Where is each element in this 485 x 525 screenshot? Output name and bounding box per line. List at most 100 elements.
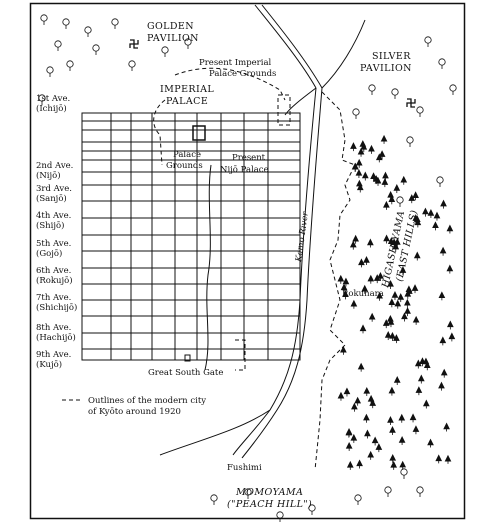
avenue-sub-label: (Sanjō) xyxy=(36,193,67,204)
deciduous-tree xyxy=(438,58,446,66)
legend-line-1: Outlines of the modern city xyxy=(88,396,206,406)
conifer-tree xyxy=(359,324,367,332)
conifer-tree xyxy=(432,221,439,229)
conifer-tree xyxy=(415,386,423,393)
conifer-tree xyxy=(389,453,397,461)
avenue-sub-label: (Shichijō) xyxy=(36,302,77,313)
conifer-tree xyxy=(433,211,441,219)
avenue-label: 1st Ave. xyxy=(36,94,70,104)
conifer-tree xyxy=(378,150,386,157)
conifer-tree xyxy=(357,147,365,155)
avenue-label: 3rd Ave. xyxy=(36,184,72,194)
legend-line-2: of Kyōto around 1920 xyxy=(88,407,181,417)
imperial-palace-building xyxy=(192,125,206,141)
conifer-tree xyxy=(412,315,420,323)
golden-pavilion-label-1: GOLDEN xyxy=(147,21,194,32)
avenue-sub-label: (Gojō) xyxy=(36,248,62,259)
conifer-tree xyxy=(354,396,362,404)
conifer-tree xyxy=(340,283,348,291)
conifer-tree xyxy=(384,331,392,338)
great-south-gate-marker xyxy=(184,354,191,362)
present-imperial-label-1: Present Imperial xyxy=(199,58,272,68)
conifer-tree xyxy=(392,242,400,250)
conifer-tree xyxy=(355,158,363,166)
conifer-tree xyxy=(359,140,367,147)
conifer-tree xyxy=(377,271,384,279)
avenue-sub-label: (Ichijō) xyxy=(36,103,67,114)
conifer-tree xyxy=(361,284,369,292)
conifer-tree xyxy=(370,172,377,179)
palace-grounds-label-2: Grounds xyxy=(166,161,203,171)
avenue-label: 2nd Ave. xyxy=(36,161,73,171)
imperial-palace-label-2: PALACE xyxy=(166,96,208,107)
conifer-tree xyxy=(387,314,394,322)
deciduous-tree xyxy=(276,511,284,519)
golden-pavilion-label-2: PAVILION xyxy=(147,33,199,44)
conifer-tree xyxy=(393,376,401,383)
forest-trees xyxy=(38,14,457,522)
conifer-tree xyxy=(342,277,350,285)
conifer-tree xyxy=(371,436,379,444)
deciduous-tree xyxy=(352,108,360,116)
deciduous-tree xyxy=(84,26,92,34)
conifer-tree xyxy=(349,240,357,248)
conifer-tree xyxy=(391,291,399,298)
conifer-tree xyxy=(357,362,365,370)
conifer-tree xyxy=(439,336,447,344)
conifer-tree xyxy=(398,435,406,443)
avenue-sub-label: (Shijō) xyxy=(36,220,64,231)
conifer-tree xyxy=(405,285,413,293)
conifer-tree xyxy=(337,391,345,399)
avenue-label: 7th Ave. xyxy=(36,293,71,303)
conifer-tree xyxy=(399,460,407,468)
present-nijo-label-2: Nijō Palace xyxy=(220,165,269,175)
conifer-tree xyxy=(394,299,402,307)
rokuhara-label: Rokuhara xyxy=(342,289,384,299)
deciduous-tree xyxy=(40,14,48,22)
conifer-tree xyxy=(444,454,452,462)
legend: Outlines of the modern city of Kyōto aro… xyxy=(88,396,206,417)
conifer-tree xyxy=(351,402,358,410)
temple-markers xyxy=(129,39,416,108)
avenue-sub-label: (Rokujō) xyxy=(36,275,73,286)
golden-pavilion-marker xyxy=(129,39,139,49)
modern-city-outline xyxy=(62,67,356,471)
conifer-tree xyxy=(363,413,370,421)
conifer-tree xyxy=(373,274,381,281)
deciduous-tree xyxy=(368,84,376,92)
imperial-palace-label-1: IMPERIAL xyxy=(160,84,214,95)
conifer-tree xyxy=(356,179,363,187)
conifer-tree xyxy=(358,258,365,266)
conifer-tree xyxy=(345,441,353,449)
conifer-tree xyxy=(350,299,358,307)
conifer-tree xyxy=(404,307,411,314)
deciduous-tree xyxy=(210,494,218,502)
conifer-tree xyxy=(356,183,364,191)
deciduous-tree xyxy=(424,36,432,44)
conifer-tree xyxy=(440,199,447,207)
conifer-tree xyxy=(382,171,389,179)
conifer-tree xyxy=(389,426,396,433)
conifer-tree xyxy=(422,207,429,215)
great-south-gate-label: Great South Gate xyxy=(148,368,223,378)
deciduous-tree xyxy=(46,66,54,74)
conifer-tree xyxy=(446,264,454,272)
silver-pavilion-marker xyxy=(406,98,416,108)
conifer-tree xyxy=(388,386,396,394)
conifer-tree xyxy=(343,387,351,395)
deciduous-tree xyxy=(400,468,408,476)
conifer-tree xyxy=(387,190,394,198)
conifer-tree xyxy=(383,200,390,208)
conifer-tree xyxy=(368,312,376,320)
avenue-label: 5th Ave. xyxy=(36,239,71,249)
conifer-tree xyxy=(356,459,363,467)
conifer-tree xyxy=(383,234,390,242)
conifer-tree xyxy=(350,142,357,149)
conifer-tree xyxy=(363,386,371,394)
conifer-tree xyxy=(337,274,345,282)
conifer-tree xyxy=(446,224,454,232)
present-nijo-label-1: Present xyxy=(232,153,266,163)
conifer-tree xyxy=(435,454,443,462)
avenue-label: 8th Ave. xyxy=(36,323,71,333)
